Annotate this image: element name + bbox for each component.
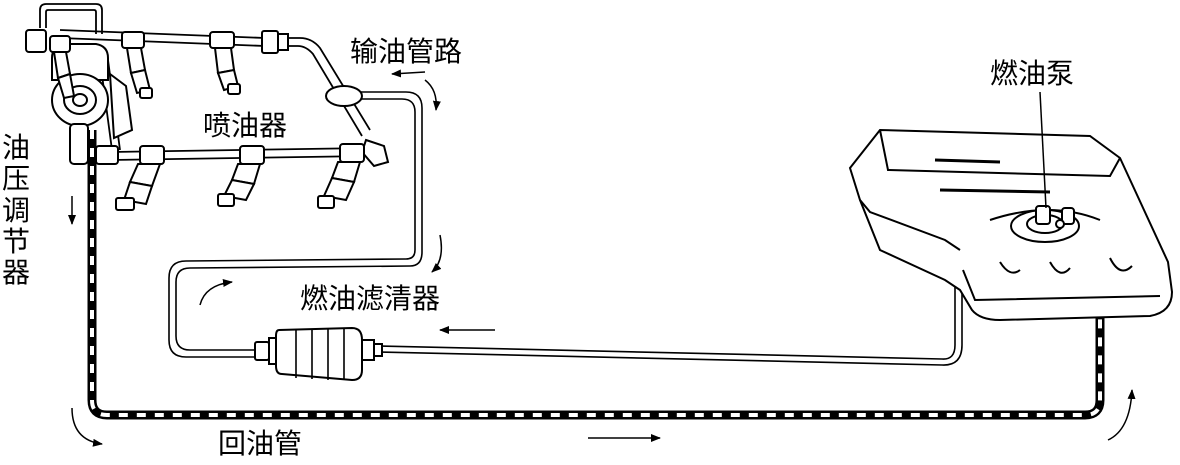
arrow-tank-return [1107, 389, 1136, 441]
upper-injector-1 [49, 35, 76, 100]
arrow-delivery-curve [424, 79, 441, 111]
arrow-filter-loop [199, 279, 233, 306]
label-fuel-filter: 燃油滤清器 [300, 282, 441, 315]
rail-fittings [25, 29, 390, 168]
fuel-pump [1010, 205, 1080, 243]
return-line-pipe [87, 130, 1105, 420]
upper-injector-2 [121, 31, 153, 99]
label-injectors: 喷油器 [203, 109, 288, 142]
lower-injector-1 [115, 145, 165, 211]
delivery-line-pipe [168, 91, 423, 358]
label-delivery-line: 输油管路 [350, 35, 463, 68]
flow-arrows [68, 69, 1136, 447]
label-fuel-pump: 燃油泵 [990, 57, 1075, 90]
lower-injector-2 [217, 145, 265, 207]
arrow-delivery-right [431, 234, 443, 273]
fuel-filter [254, 326, 383, 382]
arrow-return-corner [71, 407, 103, 447]
upper-injector-3 [209, 31, 241, 95]
label-pressure-regulator: 油压调节器 [1, 131, 30, 290]
lower-injector-3 [317, 143, 365, 209]
label-return-line: 回油管 [218, 427, 303, 460]
fuel-pump-leader [1039, 91, 1047, 209]
arrow-delivery-top [391, 69, 426, 78]
